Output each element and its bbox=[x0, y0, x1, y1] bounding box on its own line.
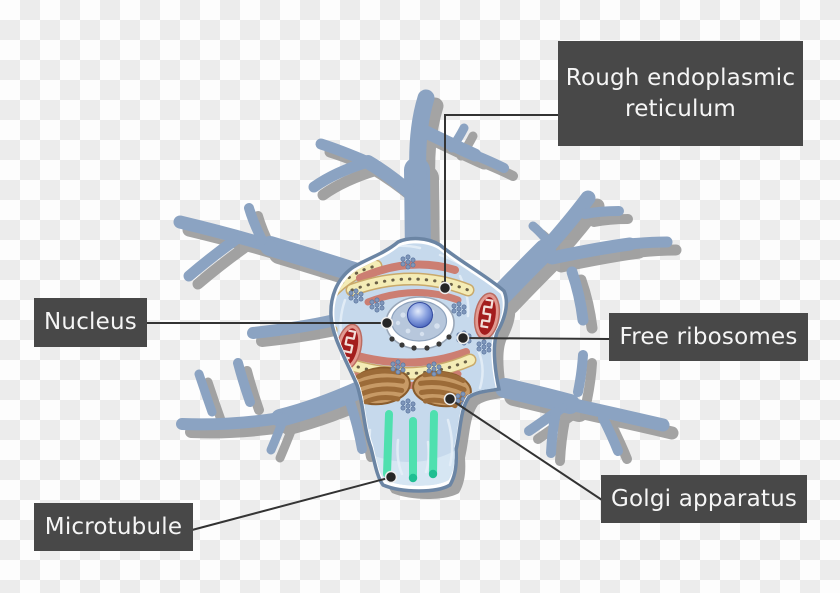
nucleus bbox=[385, 296, 455, 351]
leader-line-microtubule bbox=[191, 476, 393, 531]
leader-dot-rough-er bbox=[438, 281, 452, 295]
leader-dot-nucleus bbox=[380, 316, 394, 330]
label-free-ribosomes: Free ribosomes bbox=[609, 313, 808, 361]
chromatin-speckles bbox=[395, 309, 440, 337]
label-text: Free ribosomes bbox=[619, 323, 798, 350]
label-text: Rough endoplasmic reticulum bbox=[565, 65, 796, 122]
leader-dot-microtubule bbox=[384, 470, 398, 484]
nucleolus bbox=[407, 302, 433, 328]
label-nucleus: Nucleus bbox=[34, 298, 147, 347]
leader-line-golgi bbox=[449, 398, 603, 501]
mitochondrion-right bbox=[473, 292, 501, 340]
label-text: Nucleus bbox=[44, 309, 137, 336]
leader-dot-free-ribosomes bbox=[456, 331, 470, 345]
microtubules bbox=[383, 410, 438, 483]
label-rough-endoplasmic-reticulum: Rough endoplasmic reticulum bbox=[558, 41, 803, 146]
label-text: Microtubule bbox=[44, 513, 183, 540]
label-microtubule: Microtubule bbox=[34, 503, 193, 551]
leader-dot-golgi bbox=[443, 392, 457, 406]
leader-line-rough-er bbox=[444, 114, 560, 288]
label-text: Golgi apparatus bbox=[610, 485, 798, 512]
leader-line-free-ribosomes bbox=[462, 337, 611, 340]
nuclear-pores bbox=[389, 334, 452, 351]
label-golgi-apparatus: Golgi apparatus bbox=[601, 475, 807, 523]
